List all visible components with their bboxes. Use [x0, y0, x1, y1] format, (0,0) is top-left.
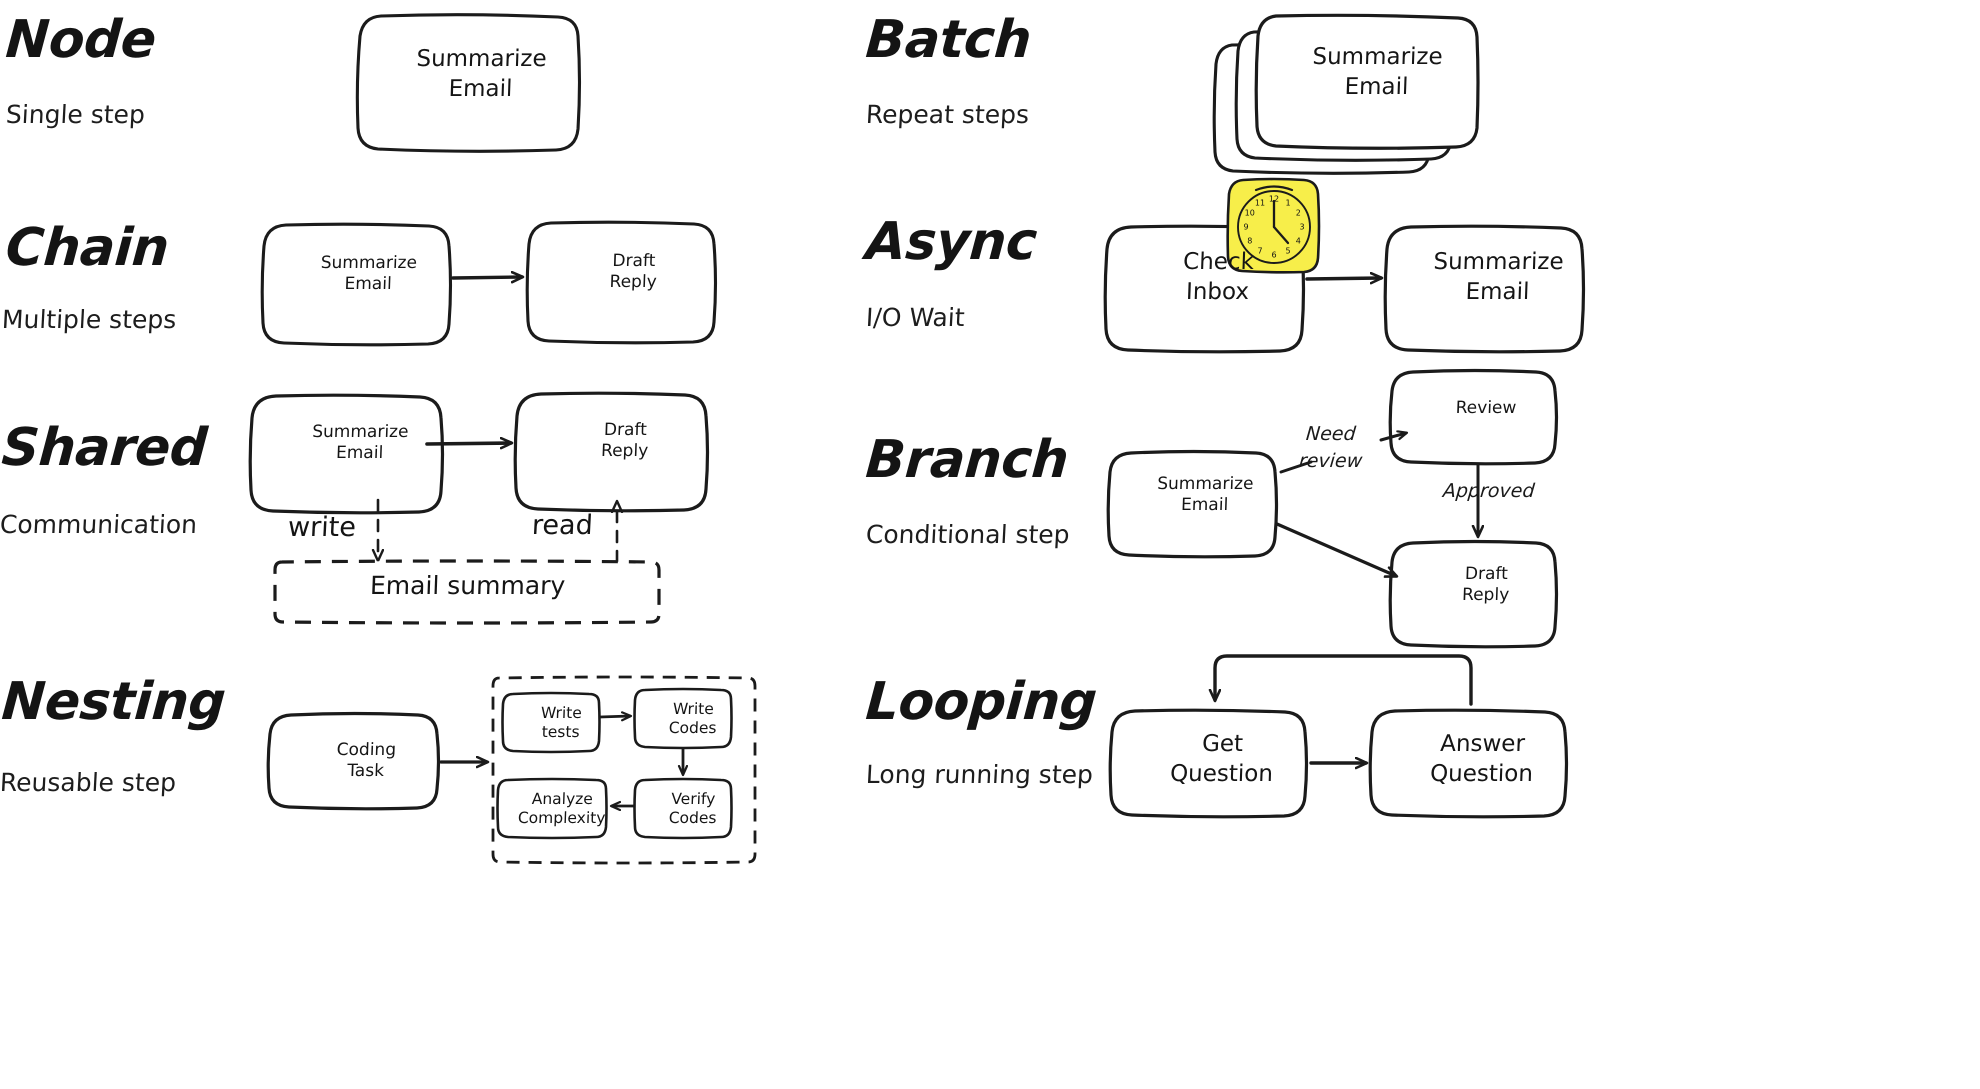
- nesting-analyze-complexity-box: [496, 777, 608, 840]
- batch-stack: [1212, 13, 1480, 175]
- chain-draft-box: [525, 220, 718, 345]
- nesting-coding-task-box: [266, 711, 441, 811]
- looping-get-question-box: [1108, 708, 1309, 819]
- looping-feedback-arrow: [1215, 654, 1473, 706]
- branch-summarize-box: [1106, 449, 1279, 559]
- shared-arrow: [425, 443, 511, 444]
- chain-arrow: [451, 277, 522, 278]
- shared-summarize-box: [248, 393, 445, 515]
- branch-draft-box: [1388, 539, 1559, 649]
- branch-review-box: [1388, 368, 1559, 466]
- async-summarize-box: [1383, 224, 1586, 354]
- branch-need-review-arrow: [1279, 433, 1406, 474]
- chain-summarize-box: [260, 222, 453, 347]
- shared-draft-box: [513, 391, 710, 513]
- clock-icon: [1226, 177, 1321, 274]
- looping-answer-question-box: [1368, 708, 1569, 819]
- branch-direct-arrow: [1275, 522, 1396, 576]
- async-arrow: [1305, 278, 1381, 279]
- shared-store-box: [273, 559, 661, 625]
- nesting-verify-codes-box: [633, 777, 733, 840]
- nesting-write-codes-box: [633, 687, 733, 750]
- nesting-write-tests-box: [501, 691, 601, 754]
- node-summarize-box: [355, 13, 582, 153]
- nesting-arrow-tests-to-codes: [598, 716, 630, 717]
